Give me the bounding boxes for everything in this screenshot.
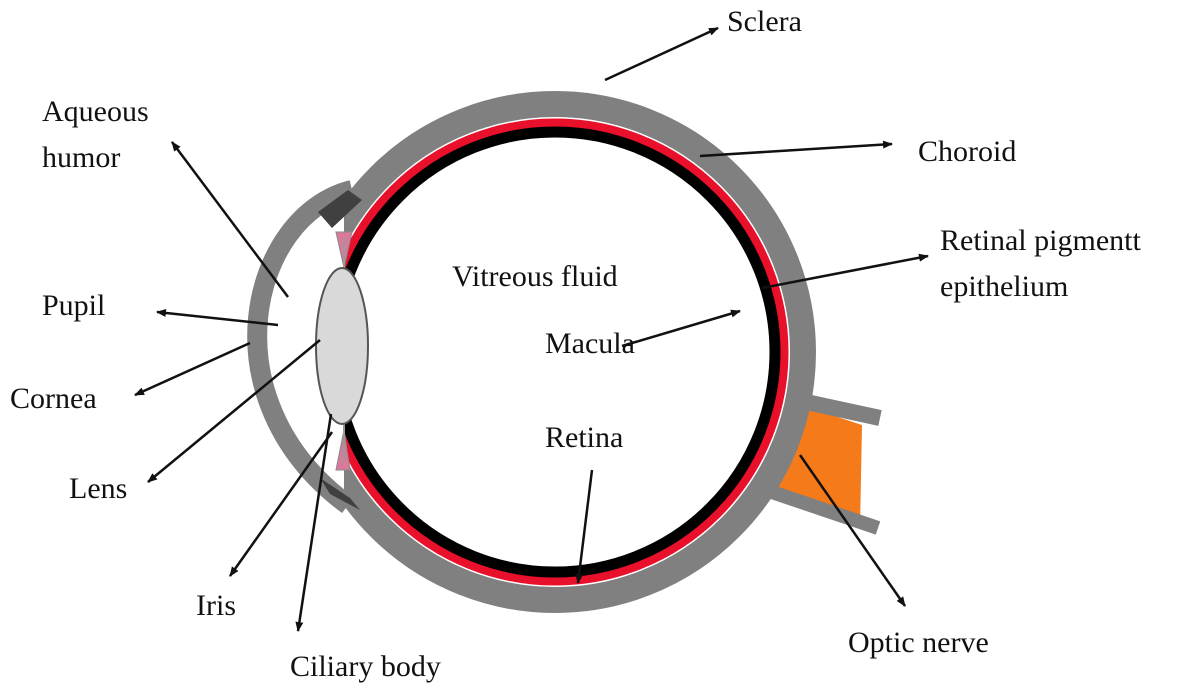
arrow-choroid [700, 144, 892, 156]
arrow-aqueous [172, 142, 288, 297]
label-rpe-line1: Retinal pigmentt [940, 222, 1141, 260]
label-choroid: Choroid [918, 133, 1016, 171]
label-iris: Iris [196, 587, 236, 625]
label-retina: Retina [545, 419, 623, 457]
label-rpe-line2: epithelium [940, 268, 1068, 306]
label-pupil: Pupil [42, 287, 105, 325]
label-sclera: Sclera [727, 3, 802, 41]
label-lens: Lens [69, 470, 127, 508]
label-macula: Macula [545, 325, 635, 363]
label-ciliary: Ciliary body [290, 648, 441, 686]
arrow-sclera [605, 28, 718, 80]
label-aqueous-line2: humor [42, 139, 120, 177]
label-cornea: Cornea [10, 380, 97, 418]
label-aqueous-line1: Aqueous [42, 93, 149, 131]
macula-gap [742, 296, 758, 318]
arrow-cornea [135, 343, 250, 395]
label-optic-nerve: Optic nerve [848, 624, 989, 662]
lens-body [316, 268, 368, 424]
label-vitreous: Vitreous fluid [452, 258, 618, 296]
